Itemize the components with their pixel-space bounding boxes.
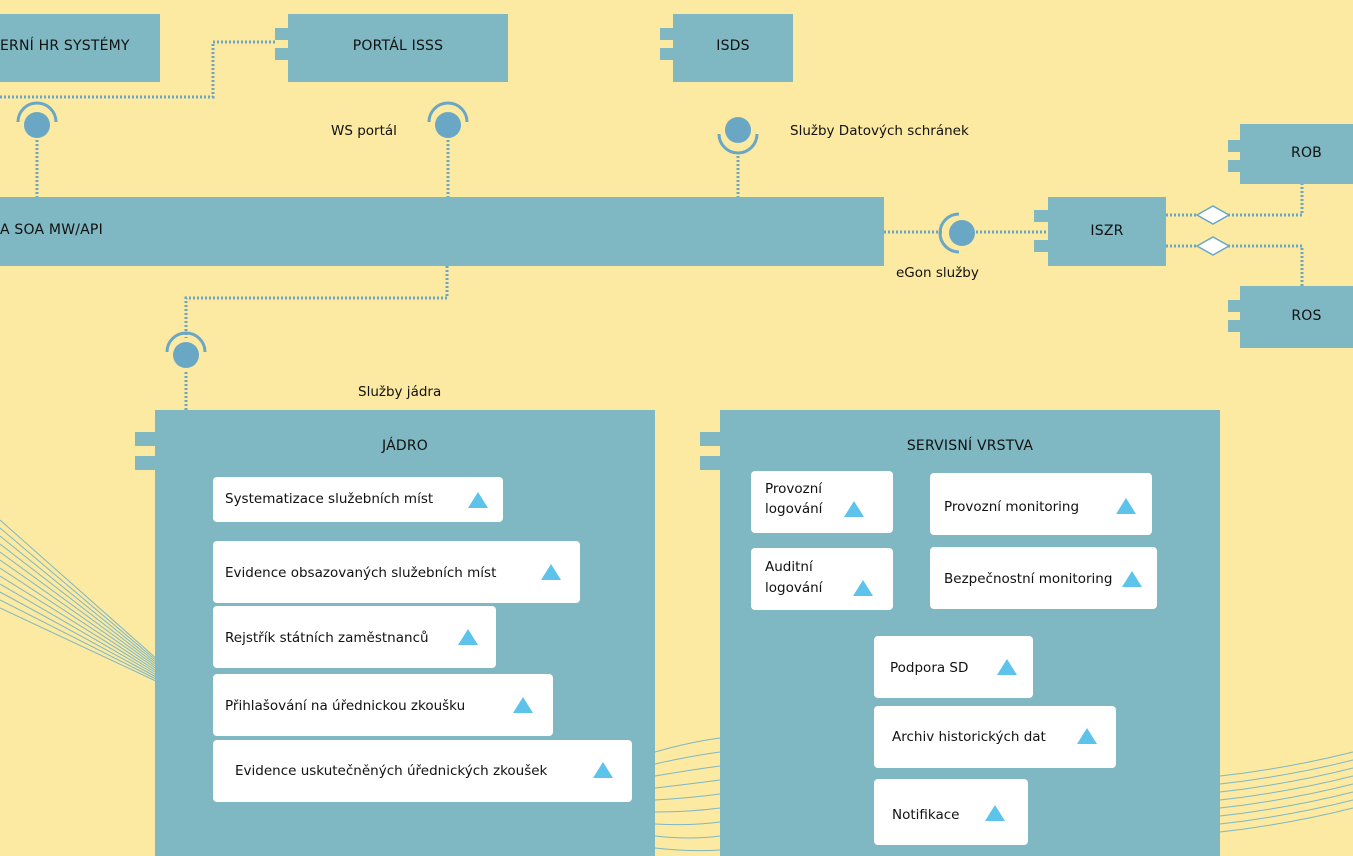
triangle-marker-icon [593,762,613,778]
decorative-line-fan-right [1219,751,1353,833]
decorative-line-fan-left [0,519,159,683]
servis-title: SERVISNÍ VRSTVA [906,438,1034,454]
soa-label: A SOA MW/API [0,222,103,238]
jadro-item-prihlasovani[interactable]: Přihlašování na úřednickou zkoušku [213,674,553,736]
jadro-services-label: Služby jádra [358,384,442,400]
item-label: logování [765,580,823,596]
triangle-marker-icon [853,580,873,596]
triangle-marker-icon [1122,571,1142,587]
datove-schranky-label: Služby Datových schránek [790,123,969,139]
portal-isss-label: PORTÁL ISSS [352,38,444,54]
iszr-component[interactable]: ISZR [1048,197,1166,266]
servis-item-provozni-logovani[interactable]: Provozní logování [751,471,893,533]
jadro-item-systematizace[interactable]: Systematizace služebních míst [213,477,503,522]
item-label: Systematizace služebních míst [225,491,434,507]
isds-component[interactable]: ISDS [673,14,793,82]
jadro-interface-icon [165,331,207,368]
diamond-icon [1195,236,1231,256]
item-label: Rejstřík státních zaměstnanců [225,630,429,646]
jadro-item-evidence-zkousek[interactable]: Evidence uskutečněných úřednických zkouš… [213,740,632,802]
item-label: Přihlašování na úřednickou zkoušku [225,698,466,714]
triangle-marker-icon [458,629,478,645]
triangle-marker-icon [1116,498,1136,514]
ws-portal-interface-icon [427,101,469,138]
ws-portal-label: WS portál [331,123,397,139]
servisni-vrstva-component[interactable]: SERVISNÍ VRSTVA Provozní logování Auditn… [720,410,1220,856]
egon-interface-icon [938,212,975,254]
decorative-line-fan-middle [654,737,721,852]
servis-item-auditni-logovani[interactable]: Auditní logování [751,548,893,610]
rob-component[interactable]: ROB [1240,124,1353,184]
egon-label: eGon služby [896,265,979,281]
aggregation-diamonds [1195,205,1231,256]
hr-interface-icon [16,101,58,138]
triangle-marker-icon [468,492,488,508]
ros-component[interactable]: ROS [1240,286,1353,348]
datove-schranky-interface-icon [717,117,759,155]
triangle-marker-icon [997,659,1017,675]
triangle-marker-icon [1077,728,1097,744]
jadro-item-rejstrik[interactable]: Rejstřík státních zaměstnanců [213,606,496,668]
isds-label: ISDS [716,38,750,54]
item-label: logování [765,501,823,517]
item-label: Archiv historických dat [892,729,1046,745]
diamond-icon [1195,205,1231,225]
triangle-marker-icon [541,564,561,580]
triangle-marker-icon [513,697,533,713]
item-label: Notifikace [892,807,960,823]
hr-systems-component[interactable]: ERNÍ HR SYSTÉMY [0,14,160,82]
portal-isss-component[interactable]: PORTÁL ISSS [288,14,508,82]
item-label: Evidence uskutečněných úřednických zkouš… [235,763,548,779]
servis-item-archiv[interactable]: Archiv historických dat [874,706,1116,768]
triangle-marker-icon [844,501,864,517]
jadro-title: JÁDRO [382,438,428,454]
rob-label: ROB [1291,145,1322,161]
hr-systems-label: ERNÍ HR SYSTÉMY [0,38,130,54]
servis-item-bezpecnostni-monitoring[interactable]: Bezpečnostní monitoring [930,547,1157,609]
servis-item-podpora-sd[interactable]: Podpora SD [874,636,1033,698]
ros-label: ROS [1291,308,1322,324]
servis-item-notifikace[interactable]: Notifikace [874,779,1028,845]
soa-mw-api-bus[interactable]: A SOA MW/API [0,197,884,266]
iszr-label: ISZR [1090,223,1124,239]
item-label: Podpora SD [890,660,969,676]
jadro-item-evidence-mist[interactable]: Evidence obsazovaných služebních míst [213,541,580,603]
triangle-marker-icon [985,805,1005,821]
item-label: Bezpečnostní monitoring [944,571,1113,587]
jadro-component[interactable]: JÁDRO Systematizace služebních míst Evid… [155,410,655,856]
item-label: Provozní [765,481,823,497]
dotted-connectors [0,40,1304,410]
item-label: Evidence obsazovaných služebních míst [225,565,497,581]
item-label: Auditní [765,559,813,575]
item-label: Provozní monitoring [944,499,1080,515]
servis-item-provozni-monitoring[interactable]: Provozní monitoring [930,473,1152,535]
